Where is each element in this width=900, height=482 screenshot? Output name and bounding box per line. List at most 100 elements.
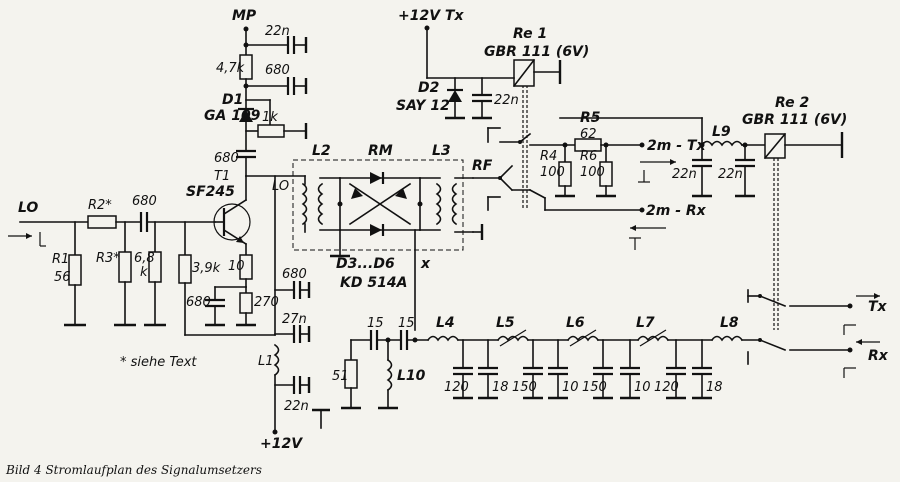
d5-diode — [370, 224, 382, 236]
d1-label: D1 — [222, 92, 243, 108]
l10-label: L10 — [397, 368, 426, 384]
r1-label: R1 — [52, 252, 69, 267]
l9-label: L9 — [712, 124, 731, 140]
x-port-label: x — [420, 256, 431, 272]
bias-supply-chain: MP 22n 4,7k 680 D1 GA 109 1k — [204, 8, 308, 177]
d2-label: D2 — [418, 80, 439, 96]
r-270-value: 270 — [254, 295, 279, 310]
c-680-coupling-value: 680 — [132, 194, 157, 209]
r-10-value: 10 — [228, 259, 245, 274]
supply-filter: 680 27n L1 22n +12V — [258, 175, 330, 452]
c-15a-value: 15 — [367, 316, 384, 331]
c-10a-value: 10 — [562, 380, 579, 395]
plus12-label: +12V — [260, 436, 303, 452]
c-27n-value: 27n — [282, 312, 307, 327]
lo-label: LO — [18, 200, 38, 216]
c-22n-l9a-value: 22n — [672, 167, 697, 182]
d1-diode — [239, 110, 253, 122]
l5-label: L5 — [496, 315, 515, 331]
l4-coil — [426, 335, 460, 342]
r-1k-value: 1k — [262, 110, 278, 125]
c-18a-value: 18 — [492, 380, 509, 395]
c-680-mp-value: 680 — [265, 63, 290, 78]
r-3k9-resistor — [178, 254, 192, 284]
l5-coil — [496, 335, 530, 342]
l3-label: L3 — [432, 143, 451, 159]
c-22n-mp-value: 22n — [265, 24, 290, 39]
r6-value: 100 — [580, 165, 605, 180]
d4-diode — [351, 188, 363, 199]
d3-diode — [370, 172, 382, 184]
c-10b-value: 10 — [634, 380, 651, 395]
tx-2m-label: 2m - Tx — [647, 138, 706, 154]
mixer-diodes-type: KD 514A — [340, 275, 407, 291]
c-680-collector-value: 680 — [214, 151, 239, 166]
l10-coil — [386, 358, 393, 392]
re2-type: GBR 111 (6V) — [742, 112, 847, 128]
relay-re2-section: L9 22n 22n Re 2 GBR 111 (6V) — [559, 95, 847, 330]
re2-label: Re 2 — [775, 95, 809, 111]
transistor-t1: T1 SF245 — [186, 169, 251, 256]
r-270-resistor — [239, 292, 253, 314]
c-22n-l9b-value: 22n — [718, 167, 743, 182]
r1-resistor — [68, 254, 82, 286]
figure-caption: Bild 4 Stromlaufplan des Signalumsetzers — [5, 463, 262, 477]
ring-mixer: L2 RM L3 LO D3...D6 — [272, 143, 484, 331]
c-22n-supply-value: 22n — [284, 399, 309, 414]
r2-resistor — [87, 215, 117, 229]
r-3k9-value: 3,9k — [192, 261, 221, 276]
mixer-lo-label: LO — [272, 179, 289, 194]
r-4k7-value: 4,7k — [216, 61, 245, 76]
shunt-capacitors: 120 18 150 10 150 10 120 18 — [444, 339, 723, 400]
d6-diode — [395, 188, 407, 199]
rf-label: RF — [472, 158, 493, 174]
tx-port-label: Tx — [868, 299, 888, 315]
re1-type: GBR 111 (6V) — [484, 44, 589, 60]
l6-coil — [566, 335, 600, 342]
d1-type: GA 109 — [204, 108, 261, 124]
rx-port-label: Rx — [868, 348, 889, 364]
l7-coil — [636, 335, 670, 342]
l3-secondary-coil — [451, 182, 458, 226]
c-120a-value: 120 — [444, 380, 469, 395]
l4-label: L4 — [436, 315, 455, 331]
r-51-value: 51 — [332, 369, 349, 384]
r3-label: R3* — [96, 251, 120, 266]
antenna-switch: Tx Rx — [747, 289, 889, 378]
r-6k8-value: 6,8 — [134, 251, 155, 266]
l2-primary-coil — [301, 182, 308, 226]
r1-value: 56 — [54, 270, 71, 285]
c-15b-value: 15 — [398, 316, 415, 331]
c-680-emitter-value: 680 — [186, 295, 211, 310]
l9-coil — [700, 140, 744, 147]
l7-label: L7 — [636, 315, 655, 331]
t1-type: SF245 — [186, 184, 235, 200]
c-22n-re1-value: 22n — [494, 93, 519, 108]
r3-resistor — [118, 251, 132, 283]
d2-diode — [448, 90, 462, 102]
c-150b-value: 150 — [582, 380, 607, 395]
r-1k-resistor — [257, 124, 285, 138]
d2-type: SAY 12 — [396, 98, 450, 114]
l2-secondary-coil — [317, 182, 324, 226]
l2-label: L2 — [312, 143, 331, 159]
r4-label: R4 — [540, 149, 557, 164]
plus12-tx-label: +12V Tx — [398, 8, 464, 24]
l8-coil — [710, 335, 744, 342]
emitter-network: 10 680 270 — [186, 254, 279, 327]
r6-label: R6 — [580, 149, 597, 164]
l8-label: L8 — [720, 315, 739, 331]
mp-label: MP — [232, 8, 257, 24]
r4-value: 100 — [540, 165, 565, 180]
r2-label: R2* — [88, 198, 112, 213]
rm-label: RM — [368, 143, 393, 159]
l3-primary-coil — [435, 182, 442, 226]
c-120b-value: 120 — [654, 380, 679, 395]
t1-label: T1 — [214, 169, 230, 184]
c-150a-value: 150 — [512, 380, 537, 395]
c-18b-value: 18 — [706, 380, 723, 395]
footnote: * siehe Text — [120, 355, 197, 370]
re1-label: Re 1 — [513, 26, 547, 42]
tx-attenuator: R5 62 R4 100 R6 100 2m - Tx — [540, 110, 706, 198]
